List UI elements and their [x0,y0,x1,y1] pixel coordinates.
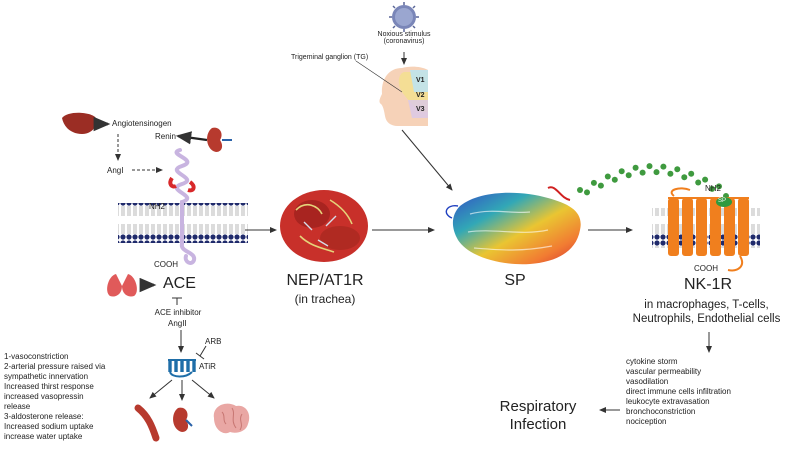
sp-dot [639,169,646,176]
outcome-item: cytokine storm [626,357,678,366]
ace-label: ACE [163,275,196,292]
tg-pointer [355,60,403,93]
effect-item: 2-arterial pressure raised via [4,362,106,371]
nk1r-sp-tag-label: SP [718,198,727,204]
ace-nh2-label: NH2 [149,202,166,211]
sp-protein-icon [445,186,581,265]
effect-item: 3-aldosterone release: [4,412,84,421]
liver-icon [62,112,97,134]
outcome-item: vasodilation [626,377,669,386]
renin-label: Renin [155,132,176,141]
nk1r-label: NK-1R [683,276,732,293]
arrow-to-vessel [149,379,173,399]
brain-icon [213,403,250,434]
nk1r-cooh-label: COOH [694,264,718,273]
nk1r-cells-label: in macrophages, T-cells, Neutrophils, En… [614,298,799,326]
lungs-icon [107,274,137,297]
sp-dot [695,179,702,186]
angi-label: AngI [107,166,124,175]
nk1r-cells-line: Neutrophils, Endothelial cells [632,313,781,325]
effect-item: Increased thirst response [4,382,94,391]
nk1r-receptor [668,187,749,272]
sp-dot [632,164,639,171]
sp-dot [625,172,632,179]
nep-protein-icon [280,190,368,262]
arb-inhibition [195,345,207,360]
outcome-item: leukocyte extravasation [626,397,710,406]
nep-sub-label: (in trachea) [294,292,356,306]
sp-dots [577,163,729,199]
arrow-to-brain [191,379,215,399]
sp-bound-tag [716,197,732,207]
kidney-small-icon [173,407,193,432]
effect-item: release [4,402,31,411]
nk1r-cells-line: in macrophages, T-cells, [644,299,769,311]
sp-dot [716,183,722,190]
arrow-kidney-renin [175,131,208,145]
outcome-item: bronchoconstriction [626,407,696,416]
angiotensinogen-label: Angiotensinogen [112,119,172,128]
sp-dot [702,176,709,183]
effect-item: increased vasopressin [4,392,84,401]
blood-vessel-icon [134,404,160,442]
ace-inhibitor-label: ACE inhibitor [154,308,202,317]
sp-dot [577,187,583,193]
stimulus-line-1: Noxious stimulus [377,31,431,38]
sp-dot [688,170,695,177]
respiratory-infection-label: Respiratory Infection [486,398,590,434]
effect-item: sympathetic innervation [4,372,89,381]
effect-item: increase water uptake [4,432,83,441]
outcomes-list: cytokine storm vascular permeability vas… [626,357,731,427]
sp-dot [611,176,618,183]
sp-dot [653,169,660,176]
ace-protein [168,148,197,265]
respiratory-line-1: Respiratory [499,398,577,415]
nep-label: NEP/AT1R [286,272,364,289]
sp-dot [646,163,653,170]
at1r-label: ATiR [199,362,216,371]
nk1r-nh2-label: NH2 [705,184,722,193]
effects-list: 1-vasoconstriction 2-arterial pressure r… [4,352,105,442]
tg-label: Trigeminal ganglion (TG) [291,54,369,61]
at1r-receptor [168,359,196,378]
arb-label: ARB [205,337,222,346]
nerve-v2: V2 [416,92,425,99]
sp-dot [660,163,667,170]
sp-dot [604,173,611,180]
effect-item: 1-vasoconstriction [4,352,69,361]
nerve-v1: V1 [416,77,425,84]
nerve-v3: V3 [416,106,425,113]
sp-dot [584,189,590,196]
sp-dot [681,174,688,181]
sp-dot [597,182,604,189]
head-icon [379,66,428,126]
respiratory-line-2: Infection [509,416,567,433]
sp-label: SP [504,272,526,289]
sp-dot [674,166,681,173]
stimulus-label: Noxious stimulus (coronavirus) [374,31,434,45]
sp-dot [618,168,625,175]
sp-dot [709,185,716,192]
outcome-item: direct immune cells infiltration [626,387,731,396]
angii-label: AngII [168,319,187,328]
outcome-item: vascular permeability [626,367,702,376]
sp-dot [667,170,674,177]
effect-item: Increased sodium uptake [4,422,94,431]
kidney-icon [207,127,232,152]
inhibition-bar [172,297,182,305]
arrow-head-to-sp [401,129,453,191]
sp-dot [590,179,597,186]
stimulus-line-2: (coronavirus) [383,38,425,45]
ace-cooh-label: COOH [154,260,178,269]
outcome-item: nociception [626,417,667,426]
coronavirus-icon [389,2,419,32]
